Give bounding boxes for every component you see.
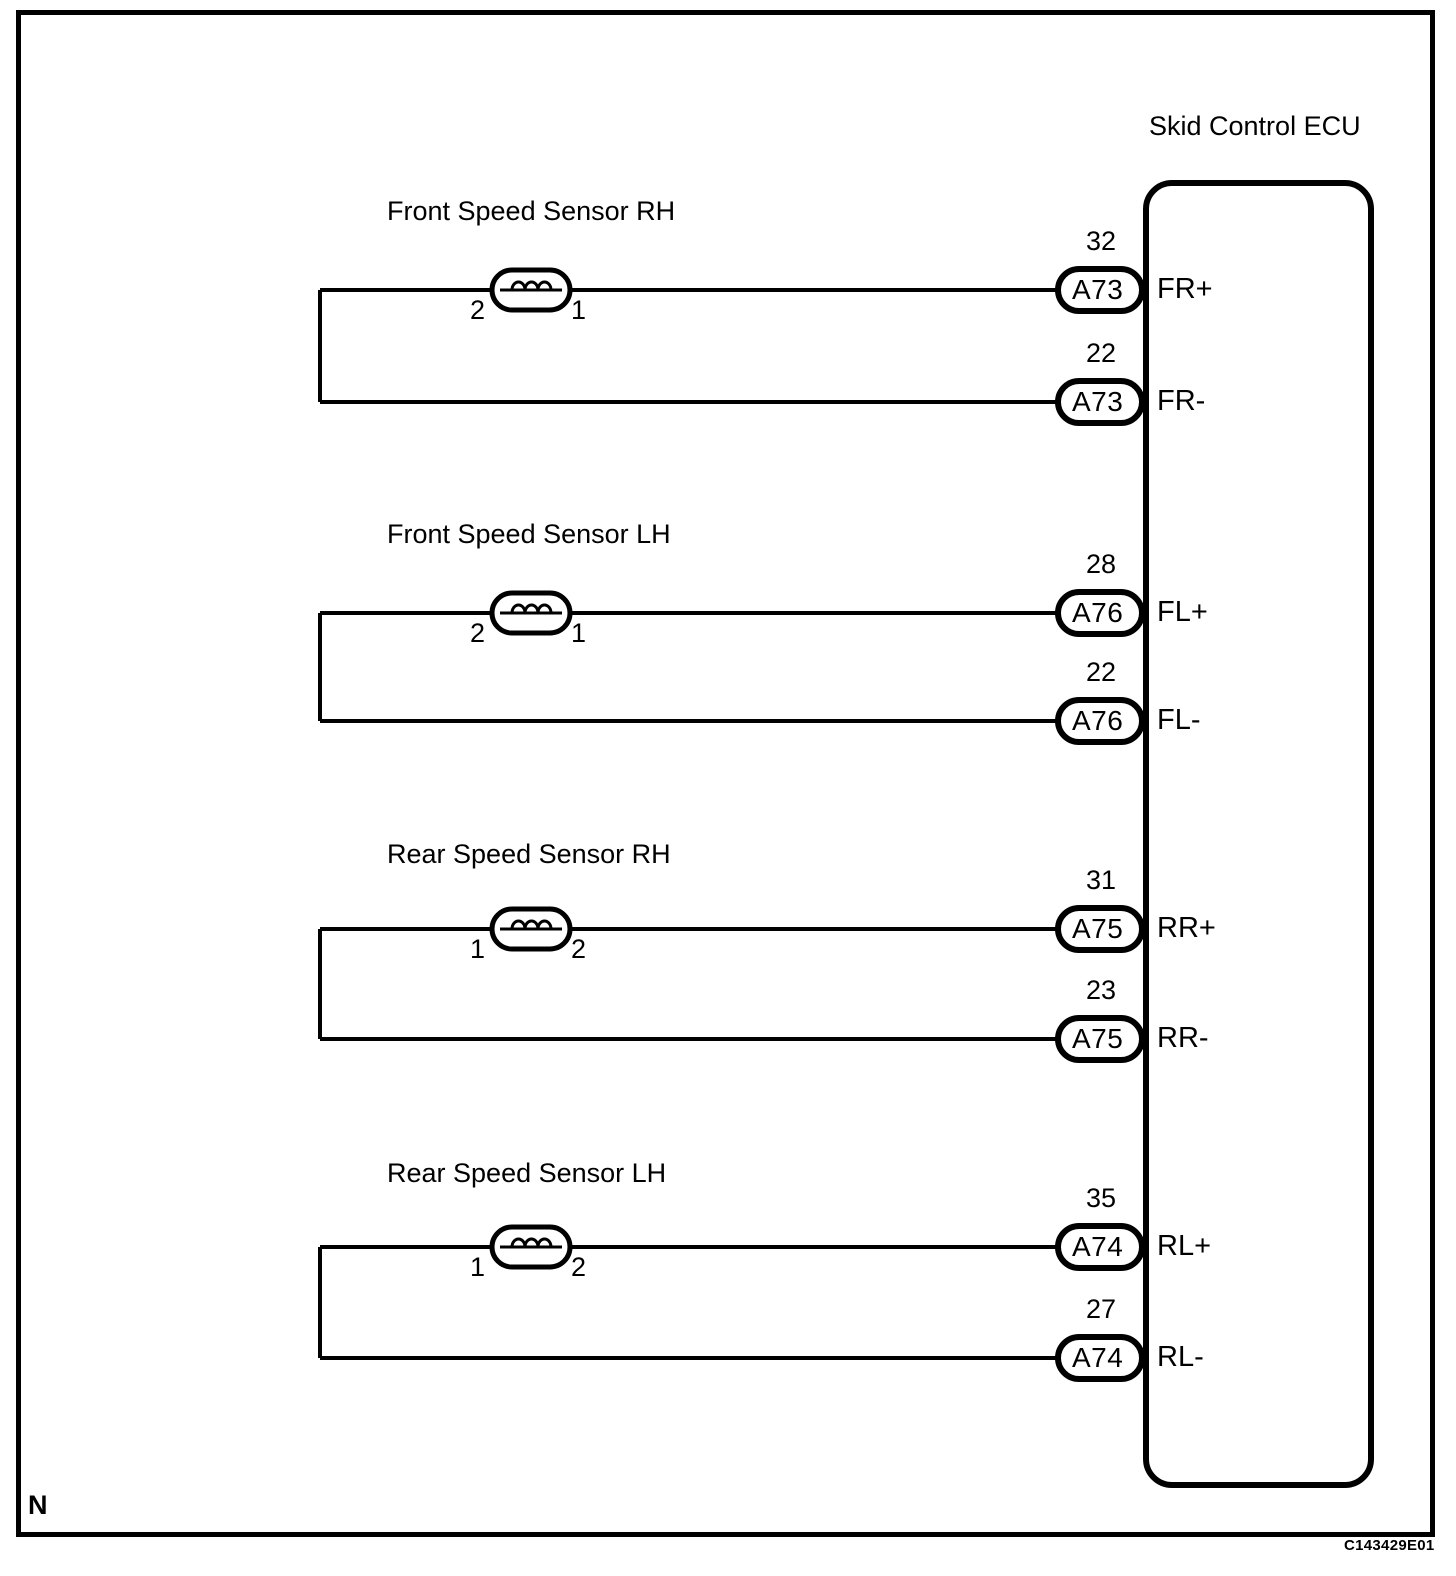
corner-mark: N bbox=[28, 1490, 48, 1520]
sensor-pin-left-rear-lh: 1 bbox=[470, 1252, 486, 1282]
connector-label-rl-minus: A74 bbox=[1072, 1342, 1124, 1373]
sensor-title-rear-lh: Rear Speed Sensor LH bbox=[387, 1158, 667, 1188]
wire-group-front-lh bbox=[318, 590, 1062, 723]
terminal-label-rl-minus: RL- bbox=[1157, 1341, 1204, 1373]
connector-pill-fl-plus bbox=[1055, 589, 1145, 637]
terminal-label-fl-plus: FL+ bbox=[1157, 596, 1208, 628]
connector-pill-fr-plus bbox=[1055, 266, 1145, 314]
wire-group-rear-rh bbox=[318, 906, 1062, 1041]
coil-icon-rear-rh bbox=[510, 919, 553, 930]
pin-number-rl-plus: 35 bbox=[1086, 1183, 1117, 1213]
ecu-title: Skid Control ECU bbox=[1149, 111, 1361, 141]
sensor-pin-left-rear-rh: 1 bbox=[470, 934, 486, 964]
pin-number-fl-plus: 28 bbox=[1086, 549, 1117, 579]
sensor-pin-right-front-rh: 1 bbox=[571, 295, 587, 325]
terminal-label-rl-plus: RL+ bbox=[1157, 1230, 1212, 1262]
sensor-title-front-rh: Front Speed Sensor RH bbox=[387, 196, 676, 226]
connector-pill-fr-minus bbox=[1055, 378, 1145, 426]
sensor-pin-right-rear-rh: 2 bbox=[571, 934, 587, 964]
reference-code: C143429E01 bbox=[1344, 1537, 1435, 1554]
connector-label-fl-minus: A76 bbox=[1072, 705, 1124, 736]
pin-number-fr-plus: 32 bbox=[1086, 226, 1117, 256]
connector-pill-rl-plus bbox=[1055, 1223, 1145, 1271]
pin-number-rr-minus: 23 bbox=[1086, 975, 1117, 1005]
pin-number-rl-minus: 27 bbox=[1086, 1294, 1117, 1324]
connector-pill-fl-minus bbox=[1055, 697, 1145, 745]
coil-icon-front-lh bbox=[510, 603, 553, 614]
sensor-pin-right-rear-lh: 2 bbox=[571, 1252, 587, 1282]
pin-number-rr-plus: 31 bbox=[1086, 865, 1117, 895]
terminal-label-fr-plus: FR+ bbox=[1157, 273, 1213, 305]
connector-label-rr-minus: A75 bbox=[1072, 1023, 1124, 1054]
terminal-label-rr-plus: RR+ bbox=[1157, 912, 1216, 944]
sensor-title-front-lh: Front Speed Sensor LH bbox=[387, 519, 671, 549]
connector-pill-rr-minus bbox=[1055, 1015, 1145, 1063]
connector-label-rr-plus: A75 bbox=[1072, 913, 1124, 944]
sensor-pin-left-front-rh: 2 bbox=[470, 295, 486, 325]
wire-group-front-rh bbox=[318, 267, 1062, 404]
sensor-pin-left-front-lh: 2 bbox=[470, 618, 486, 648]
connector-label-rl-plus: A74 bbox=[1072, 1231, 1124, 1262]
pin-number-fl-minus: 22 bbox=[1086, 657, 1117, 687]
wire-group-rear-lh bbox=[318, 1224, 1062, 1360]
ecu-box bbox=[1143, 180, 1374, 1488]
connector-label-fr-minus: A73 bbox=[1072, 386, 1124, 417]
connector-label-fr-plus: A73 bbox=[1072, 274, 1124, 305]
coil-icon-rear-lh bbox=[510, 1237, 553, 1248]
connector-pill-rl-minus bbox=[1055, 1334, 1145, 1382]
diagram-border bbox=[16, 10, 1435, 1537]
connector-pill-rr-plus bbox=[1055, 905, 1145, 953]
pin-number-fr-minus: 22 bbox=[1086, 338, 1117, 368]
sensor-pin-right-front-lh: 1 bbox=[571, 618, 587, 648]
terminal-label-rr-minus: RR- bbox=[1157, 1022, 1209, 1054]
coil-icon-front-rh bbox=[510, 280, 553, 291]
sensor-title-rear-rh: Rear Speed Sensor RH bbox=[387, 839, 671, 869]
connector-label-fl-plus: A76 bbox=[1072, 597, 1124, 628]
terminal-label-fr-minus: FR- bbox=[1157, 385, 1206, 417]
terminal-label-fl-minus: FL- bbox=[1157, 704, 1201, 736]
